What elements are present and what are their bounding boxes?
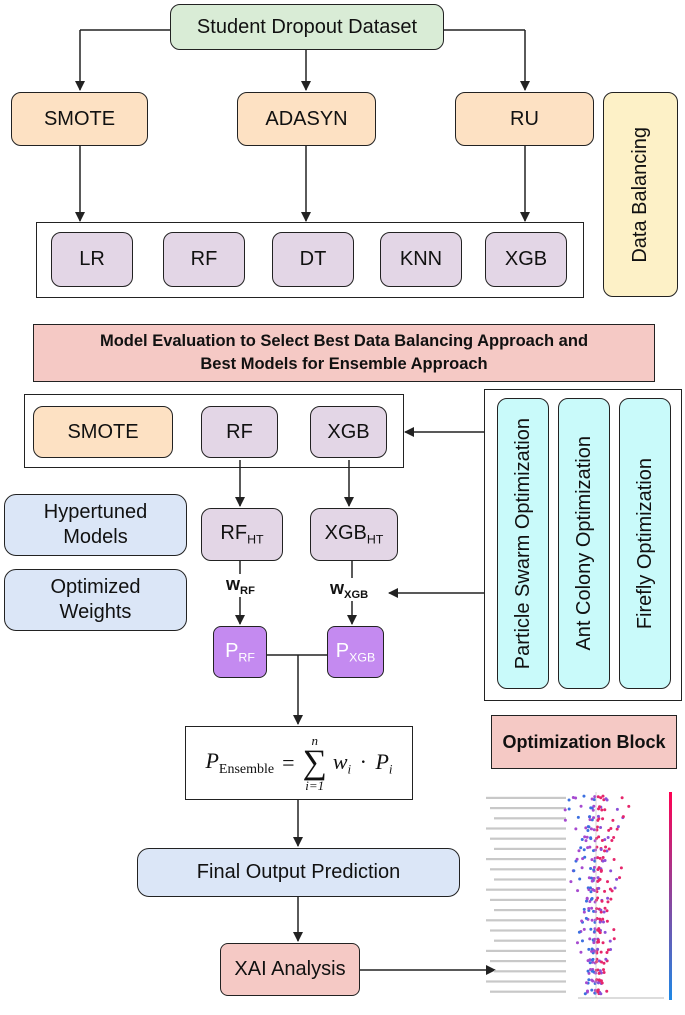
model-dt-box: DT (272, 232, 354, 287)
selected-xgb-box: XGB (310, 406, 387, 458)
optimization-block-label: Optimization Block (502, 731, 666, 752)
model-lr-box: LR (51, 232, 133, 287)
optimized-weights-box: Optimized Weights (4, 569, 187, 631)
firefly-label: Firefly Optimization (633, 457, 656, 630)
selected-xgb-label: XGB (327, 420, 370, 443)
model-dt-label: DT (299, 248, 327, 270)
dataset-label: Student Dropout Dataset (196, 15, 418, 38)
ru-label: RU (510, 107, 539, 130)
hypertuned-line-1: Hypertuned (43, 501, 148, 523)
formula-lhs: PEnsemble (205, 748, 275, 777)
data-balancing-label: Data Balancing (629, 126, 651, 263)
model-knn-label: KNN (399, 248, 443, 270)
xai-analysis-label: XAI Analysis (234, 958, 346, 980)
final-output-box: Final Output Prediction (137, 848, 460, 897)
model-rf-label: RF (190, 248, 218, 270)
xgb-ht-box: XGBHT (310, 508, 398, 561)
model-xgb-label: XGB (504, 248, 548, 270)
model-lr-label: LR (79, 248, 105, 270)
rf-ht-box: RFHT (201, 508, 283, 561)
sigma-icon: ∑ (302, 744, 327, 781)
hypertuned-models-box: Hypertuned Models (4, 494, 187, 556)
evaluation-box: Model Evaluation to Select Best Data Bal… (33, 324, 655, 382)
formula-sum: n ∑ i=1 (302, 733, 327, 793)
ru-box: RU (455, 92, 594, 146)
aco-label: Ant Colony Optimization (572, 436, 595, 651)
model-xgb-box: XGB (485, 232, 567, 287)
prediction-xgb-box: PXGB (327, 626, 384, 678)
dataset-box: Student Dropout Dataset (170, 4, 444, 50)
pso-box: Particle Swarm Optimization (497, 398, 549, 689)
firefly-box: Firefly Optimization (619, 398, 671, 689)
final-output-label: Final Output Prediction (196, 861, 401, 883)
evaluation-line-1: Model Evaluation to Select Best Data Bal… (99, 332, 589, 350)
selected-smote-box: SMOTE (33, 406, 173, 458)
selected-frame (24, 394, 404, 468)
selected-smote-label: SMOTE (67, 420, 139, 443)
smote-box: SMOTE (11, 92, 148, 146)
formula-term: wi · Pi (332, 748, 393, 777)
rf-ht-label: RFHT (220, 522, 264, 547)
model-rf-box: RF (163, 232, 245, 287)
xgb-ht-label: XGBHT (324, 522, 384, 547)
adasyn-label: ADASYN (265, 107, 348, 130)
model-knn-box: KNN (380, 232, 462, 287)
formula-equals: = (282, 750, 295, 775)
data-balancing-box: Data Balancing (603, 92, 678, 297)
selected-rf-label: RF (226, 420, 253, 443)
adasyn-box: ADASYN (237, 92, 376, 146)
prediction-rf-box: PRF (213, 626, 267, 678)
optimization-block-box: Optimization Block (491, 715, 677, 769)
aco-box: Ant Colony Optimization (558, 398, 610, 689)
weight-rf-label: wRF (224, 574, 257, 597)
optimized-weights-line-1: Optimized (50, 576, 141, 598)
hypertuned-line-2: Models (63, 526, 128, 548)
prediction-rf-label: PRF (225, 639, 255, 665)
weight-xgb-label: wXGB (328, 578, 371, 601)
smote-label: SMOTE (43, 107, 116, 130)
prediction-xgb-label: PXGB (335, 639, 376, 665)
models-frame (36, 222, 584, 298)
selected-rf-box: RF (201, 406, 278, 458)
ensemble-formula-box: PEnsemble = n ∑ i=1 wi · Pi (185, 726, 413, 800)
optimization-frame (484, 389, 682, 701)
evaluation-line-2: Best Models for Ensemble Approach (200, 355, 488, 373)
pso-label: Particle Swarm Optimization (511, 417, 534, 670)
shap-summary-plot-image (486, 792, 672, 1000)
xai-analysis-box: XAI Analysis (220, 943, 360, 996)
optimized-weights-line-2: Weights (59, 601, 132, 623)
